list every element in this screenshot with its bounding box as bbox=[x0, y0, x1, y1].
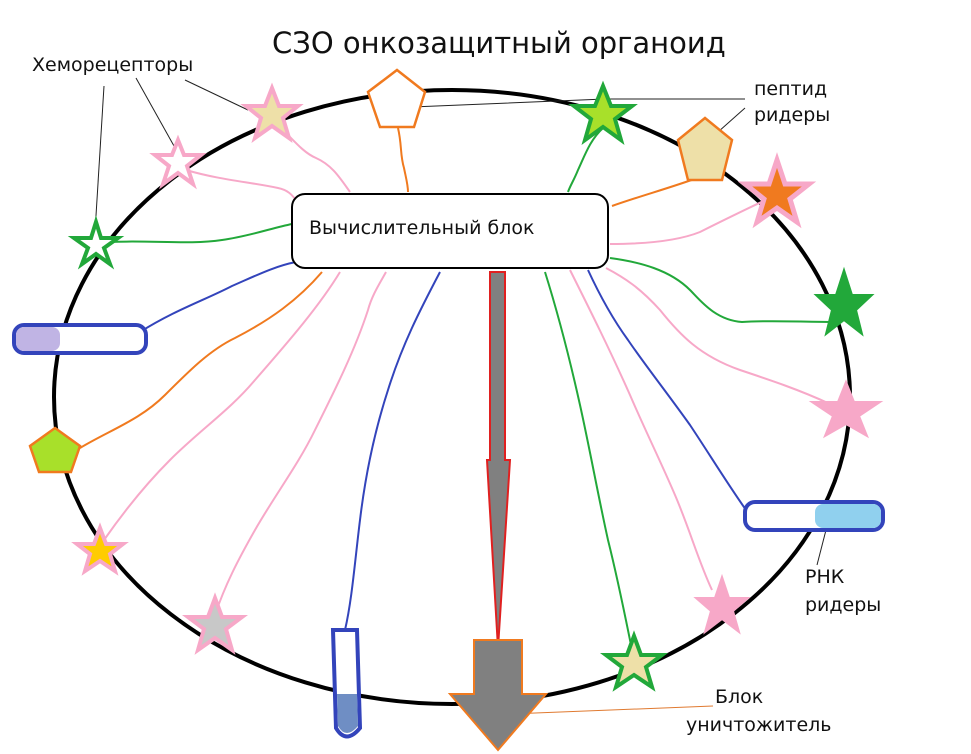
wire-top-pentagon bbox=[397, 127, 409, 193]
receptor-star-beige bbox=[240, 82, 304, 143]
compute-block-label: Вычислительный блок bbox=[309, 217, 535, 239]
receptor-star-orange bbox=[737, 152, 817, 229]
wire-right-pink-star-2 bbox=[569, 269, 713, 591]
wire-bottom-green-star bbox=[544, 271, 633, 651]
peptide-reader-right bbox=[676, 116, 734, 182]
receptor-star-beige-green bbox=[600, 630, 668, 692]
label-rna-line2: ридеры bbox=[805, 594, 882, 616]
rna-reader-bottom-fill bbox=[337, 694, 358, 733]
destroyer-arrow bbox=[447, 639, 549, 752]
peptide-reader-top bbox=[366, 68, 427, 129]
receptor-star-outline-pink bbox=[149, 134, 207, 190]
wire-left-green-star bbox=[109, 223, 293, 244]
receptor-star-gold bbox=[71, 522, 129, 576]
diagram-title: СЗО онкозащитный органоид bbox=[272, 26, 726, 60]
destroyer-pointer bbox=[509, 705, 714, 715]
receptor-star-green bbox=[813, 266, 875, 337]
signal-wires bbox=[79, 122, 839, 651]
label-destroyer-line2: уничтожитель bbox=[686, 714, 832, 736]
peptide-reader-left bbox=[28, 426, 82, 474]
rna-reader-left-fill bbox=[16, 327, 60, 351]
wire-top-green-star bbox=[567, 127, 604, 193]
wire-bottom-rna bbox=[344, 271, 441, 631]
wire-right-green-star bbox=[609, 257, 839, 323]
receptor-star-silver bbox=[182, 592, 248, 655]
receptor-star-lime bbox=[568, 80, 638, 146]
label-destroyer-line1: Блок bbox=[715, 686, 764, 708]
wire-top-left-star bbox=[185, 169, 297, 201]
wire-bottom-silver-star bbox=[214, 271, 387, 616]
receptor-star-pink bbox=[808, 379, 884, 439]
receptor-star-pink-2 bbox=[693, 573, 751, 635]
compute-block: Вычислительный блок bbox=[291, 193, 609, 269]
label-peptide-line1: пептид bbox=[754, 78, 828, 100]
label-chemoreceptors: Хеморецепторы bbox=[32, 54, 194, 76]
wire-top-right-pentagon bbox=[611, 176, 701, 207]
label-peptide-line2: ридеры bbox=[754, 104, 831, 126]
label-rna-line1: РНК bbox=[805, 566, 845, 588]
wire-right-pink-star bbox=[605, 267, 831, 405]
execution-channel bbox=[447, 271, 549, 752]
wire-right-star-orange bbox=[609, 197, 771, 245]
receptor-shapes bbox=[12, 68, 885, 739]
wire-right-rna bbox=[587, 269, 747, 511]
wire-left-pentagon bbox=[79, 271, 323, 449]
wire-left-gold-star bbox=[103, 271, 341, 541]
rna-reader-right-fill bbox=[815, 504, 881, 528]
channel-shaft bbox=[485, 271, 512, 649]
receptor-star-outline-green bbox=[67, 215, 125, 270]
wire-left-rna bbox=[139, 261, 297, 333]
